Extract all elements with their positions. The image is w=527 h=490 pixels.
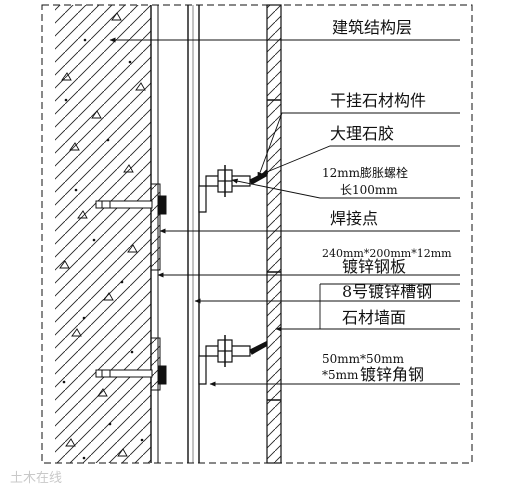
- label-stone-wall: 石材墙面: [342, 308, 406, 327]
- galvanized-channel-steel: [187, 5, 200, 463]
- angle-steel-lower: [198, 335, 267, 385]
- label-channel-steel: 8号镀锌槽钢: [342, 282, 432, 301]
- galvanized-steel-plate-upper: [150, 183, 161, 271]
- stone-wall-panel: [266, 4, 282, 464]
- galvanized-steel-plate-lower: [150, 337, 161, 391]
- label-angle-name: 镀锌角钢: [360, 365, 424, 384]
- label-plate-name: 镀锌钢板: [342, 257, 406, 276]
- label-bolt-length: 长100mm: [340, 183, 398, 197]
- leader-lines: [109, 37, 460, 387]
- label-plate-size: 240mm*200mm*12mm: [322, 247, 452, 260]
- label-marble-glue: 大理石胶: [330, 124, 394, 143]
- label-bolt-size: 12mm膨胀螺栓: [322, 165, 408, 180]
- watermark-logo: 土木在线: [10, 471, 62, 486]
- label-angle-size-thickness: *5mm: [322, 368, 359, 382]
- structural-wall: [55, 5, 159, 463]
- label-angle-size: 50mm*50mm: [322, 352, 405, 366]
- angle-steel-upper: [198, 165, 267, 213]
- label-structure-layer: 建筑结构层: [332, 18, 412, 37]
- expansion-bolt-lower: [95, 365, 167, 385]
- expansion-bolt-upper: [95, 195, 167, 215]
- label-weld-point: 焊接点: [330, 209, 378, 228]
- label-dry-hang-part: 干挂石材构件: [330, 91, 426, 110]
- drawing-frame: [41, 4, 473, 464]
